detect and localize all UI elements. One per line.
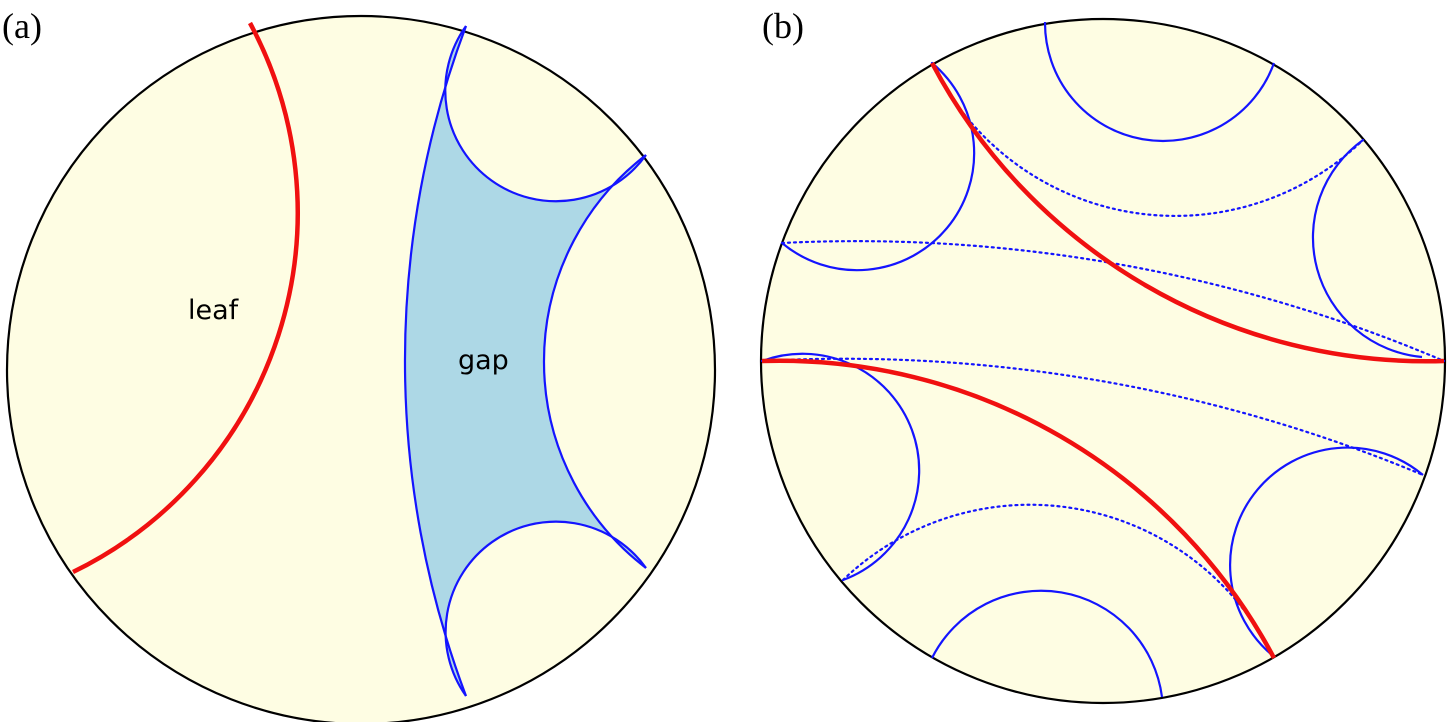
panel-b: (b): [759, 6, 1447, 705]
dotted-geodesic-1: [930, 61, 1365, 217]
panel-b-label: (b): [762, 6, 804, 46]
disk-a: [6, 15, 716, 722]
dotted-geodesic-4: [841, 503, 1274, 657]
geodesic-right-upper-cusp: [1311, 139, 1423, 359]
gap-region: [404, 26, 646, 696]
leaf-lower: [761, 358, 1276, 660]
geodesic-bottom-cusp: [931, 589, 1164, 698]
gap-top-geodesic: [444, 25, 647, 203]
leaf-label: leaf: [188, 295, 240, 326]
geodesic-right-lower-cusp: [1228, 446, 1424, 656]
panel-a: (a) leaf gap: [2, 6, 716, 722]
panel-a-label: (a): [2, 6, 42, 46]
leaf-upper: [930, 61, 1445, 364]
gap-right-geodesic: [542, 154, 647, 569]
gap-label: gap: [458, 345, 509, 376]
dotted-geodesic-2: [780, 240, 1446, 363]
leaf-geodesic: [72, 21, 300, 575]
geodesic-upper-left-cusp: [781, 62, 976, 272]
geodesic-left-lower-cusp: [761, 352, 921, 582]
geodesic-top-cusp: [1043, 21, 1276, 143]
dotted-geodesic-3: [760, 357, 1425, 477]
gap-left-geodesic: [403, 25, 468, 697]
gap-bottom-geodesic: [444, 520, 647, 697]
disk-b: [759, 17, 1447, 705]
